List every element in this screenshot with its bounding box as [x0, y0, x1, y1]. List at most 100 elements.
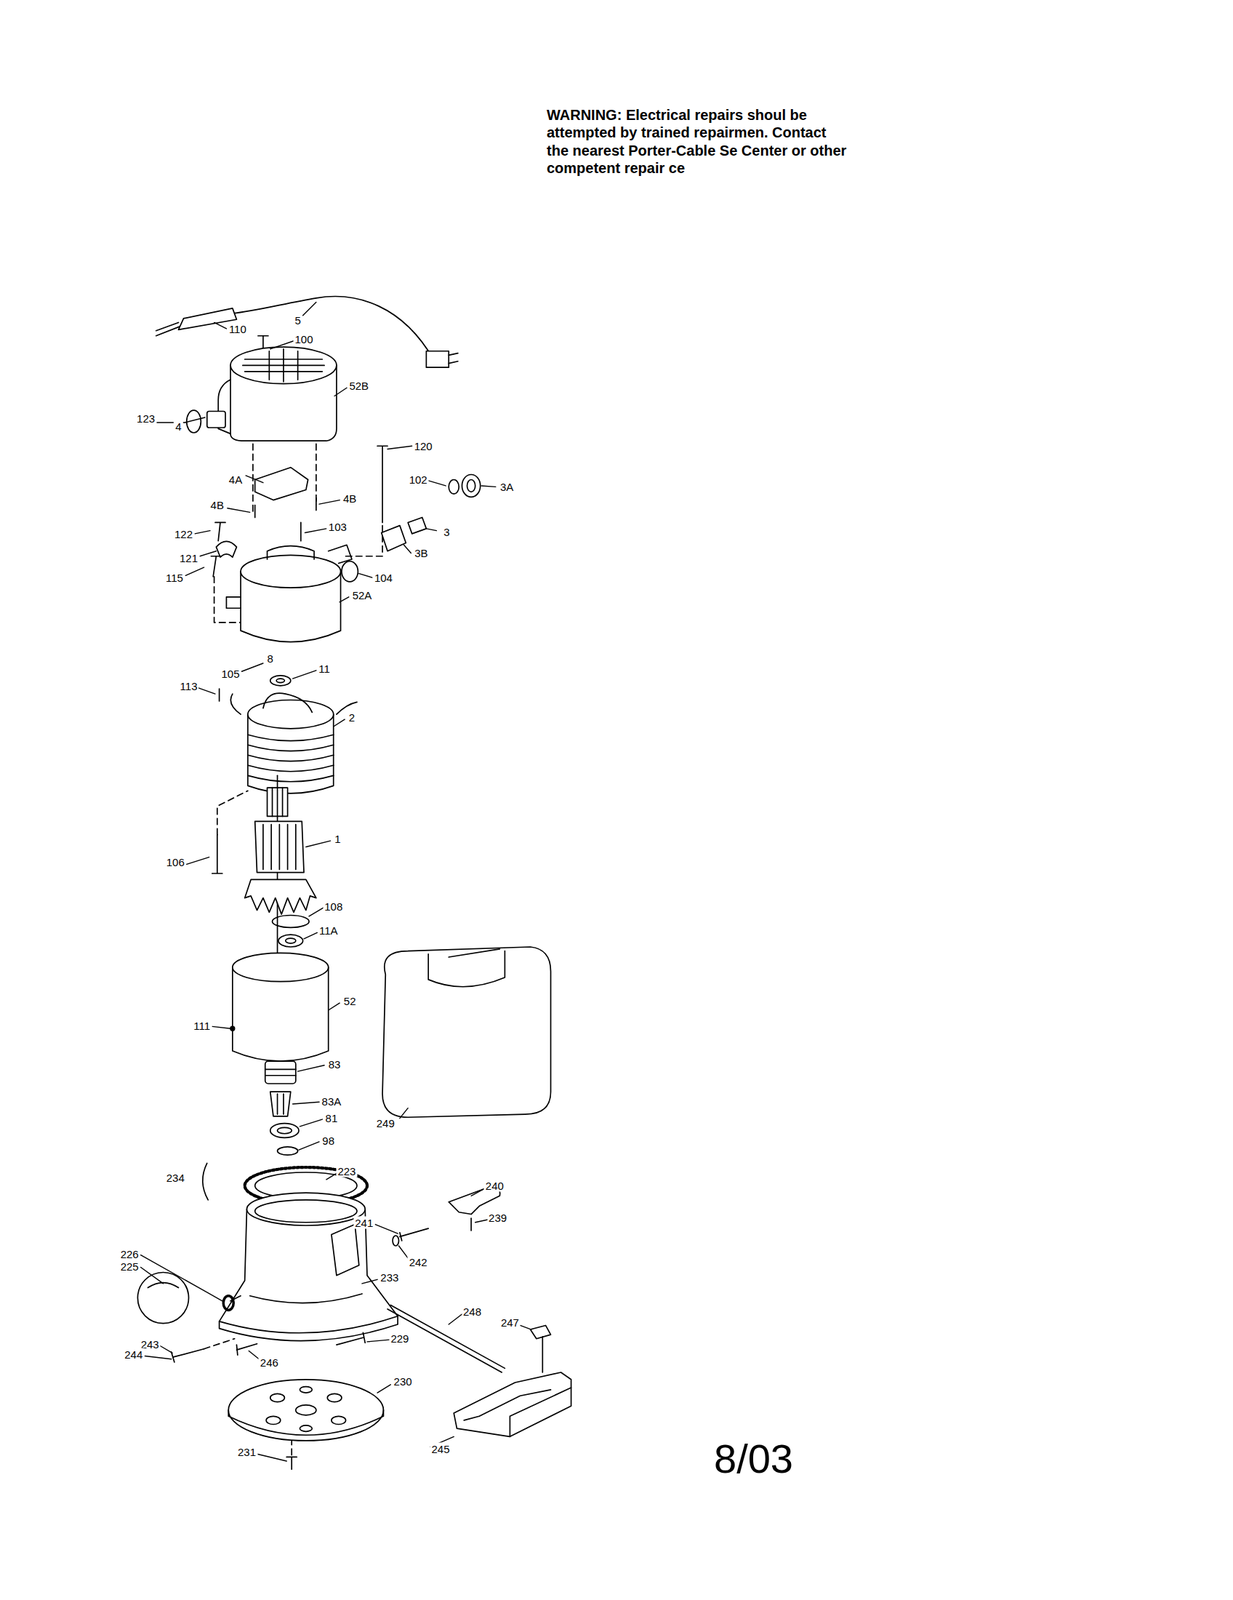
callout-number: 103: [327, 519, 349, 533]
edge-guide-detail: [463, 1387, 571, 1436]
callout-number: 122: [173, 527, 195, 540]
bearing-bore: [285, 937, 296, 943]
screw: [336, 1331, 365, 1345]
callout-number: 230: [392, 1374, 414, 1388]
edge-guide: [453, 1371, 571, 1436]
callout-number: 223: [335, 1164, 357, 1178]
washer: [392, 1235, 399, 1246]
collet-nut: [270, 1123, 299, 1138]
field-top: [247, 700, 334, 729]
screw: [218, 688, 221, 701]
callout-number: 241: [353, 1215, 375, 1228]
screw: [171, 1348, 205, 1362]
brush: [407, 516, 427, 533]
callout-number: 52: [342, 994, 358, 1007]
callout-number: 229: [388, 1331, 411, 1345]
callout-number: 120: [412, 439, 435, 453]
commutator-bars: [272, 787, 283, 816]
warning-note: WARNING: Electrical repairs shoul be att…: [546, 106, 853, 178]
motor-housing-top: [240, 554, 341, 588]
callout-number: 108: [322, 899, 344, 912]
spring: [300, 521, 302, 541]
spring: [448, 479, 459, 495]
switch: [207, 411, 226, 428]
callout-number: 2: [347, 711, 357, 724]
motor-cylinder-top: [232, 952, 329, 981]
callout-number: 248: [461, 1304, 483, 1317]
fan: [245, 878, 317, 914]
o-ring: [223, 1295, 234, 1311]
hole: [299, 1424, 312, 1431]
base-top-inner: [255, 1199, 357, 1223]
field-laminations: [230, 692, 357, 782]
screw: [230, 1025, 235, 1031]
bearing-bore: [276, 678, 285, 683]
collet-nut-bore: [277, 1126, 293, 1133]
callout-number: 115: [164, 570, 185, 584]
callout-number: 121: [178, 551, 200, 565]
callout-number: 4A: [227, 473, 244, 486]
switch-bracket: [255, 467, 309, 501]
callout-number: 1: [332, 832, 342, 845]
callout-number: 98: [320, 1134, 336, 1147]
callout-number: 231: [236, 1445, 258, 1458]
cord-clamp: [215, 540, 237, 557]
spring-clip: [202, 1162, 208, 1200]
armature-windings: [263, 824, 296, 870]
hub: [226, 544, 352, 608]
knob: [137, 1272, 189, 1324]
callout-number: 81: [324, 1111, 340, 1124]
carrying-case: [382, 946, 551, 1117]
vents: [242, 348, 325, 382]
guide-line: [204, 1338, 235, 1349]
callout-number: 226: [119, 1247, 141, 1260]
guide-line: [217, 790, 248, 834]
callout-number: 4B: [341, 491, 358, 504]
bearing: [270, 675, 291, 686]
callout-number: 225: [119, 1259, 141, 1272]
callout-number: 8: [266, 651, 275, 664]
guide-rod: [387, 1304, 505, 1372]
screw: [212, 834, 223, 874]
hole: [331, 1415, 347, 1424]
router-base: [219, 1209, 398, 1333]
callout-number: 240: [484, 1179, 506, 1192]
callout-number: 113: [178, 679, 200, 692]
cord-ends: [156, 322, 180, 336]
callout-number: 234: [165, 1170, 187, 1183]
hole: [266, 1415, 281, 1424]
callout-number: 123: [135, 412, 157, 425]
brush-holder: [381, 525, 407, 552]
callout-number: 105: [220, 666, 242, 680]
callout-number: 4: [173, 420, 183, 433]
o-ring: [277, 1146, 299, 1155]
hole: [299, 1386, 312, 1393]
hole: [327, 1392, 342, 1401]
callout-number: 249: [375, 1116, 397, 1130]
commutator: [267, 787, 288, 816]
callout-number: 242: [407, 1255, 429, 1268]
callout-number: 5: [292, 314, 302, 327]
leader-line: [141, 301, 532, 1461]
top-cap-top: [230, 346, 337, 384]
long-screw: [377, 445, 388, 522]
callout-number: 52B: [347, 379, 371, 392]
retaining-ring: [272, 915, 310, 928]
guide-line: [290, 1440, 293, 1455]
hole: [270, 1392, 285, 1401]
callout-number: 52A: [351, 588, 374, 601]
callout-number: 246: [258, 1355, 280, 1368]
callout-number: 104: [372, 570, 395, 584]
callout-number: 245: [429, 1441, 451, 1455]
callout-number: 111: [191, 1018, 212, 1031]
callout-number: 3: [442, 524, 451, 538]
pin: [470, 1217, 472, 1231]
base-detail: [219, 1224, 398, 1341]
collet: [270, 1091, 291, 1116]
callout-number: 3B: [412, 546, 429, 560]
base-top: [246, 1192, 365, 1226]
collet-slits: [277, 1093, 284, 1114]
callout-number: 102: [407, 473, 429, 486]
screw: [286, 1456, 297, 1469]
